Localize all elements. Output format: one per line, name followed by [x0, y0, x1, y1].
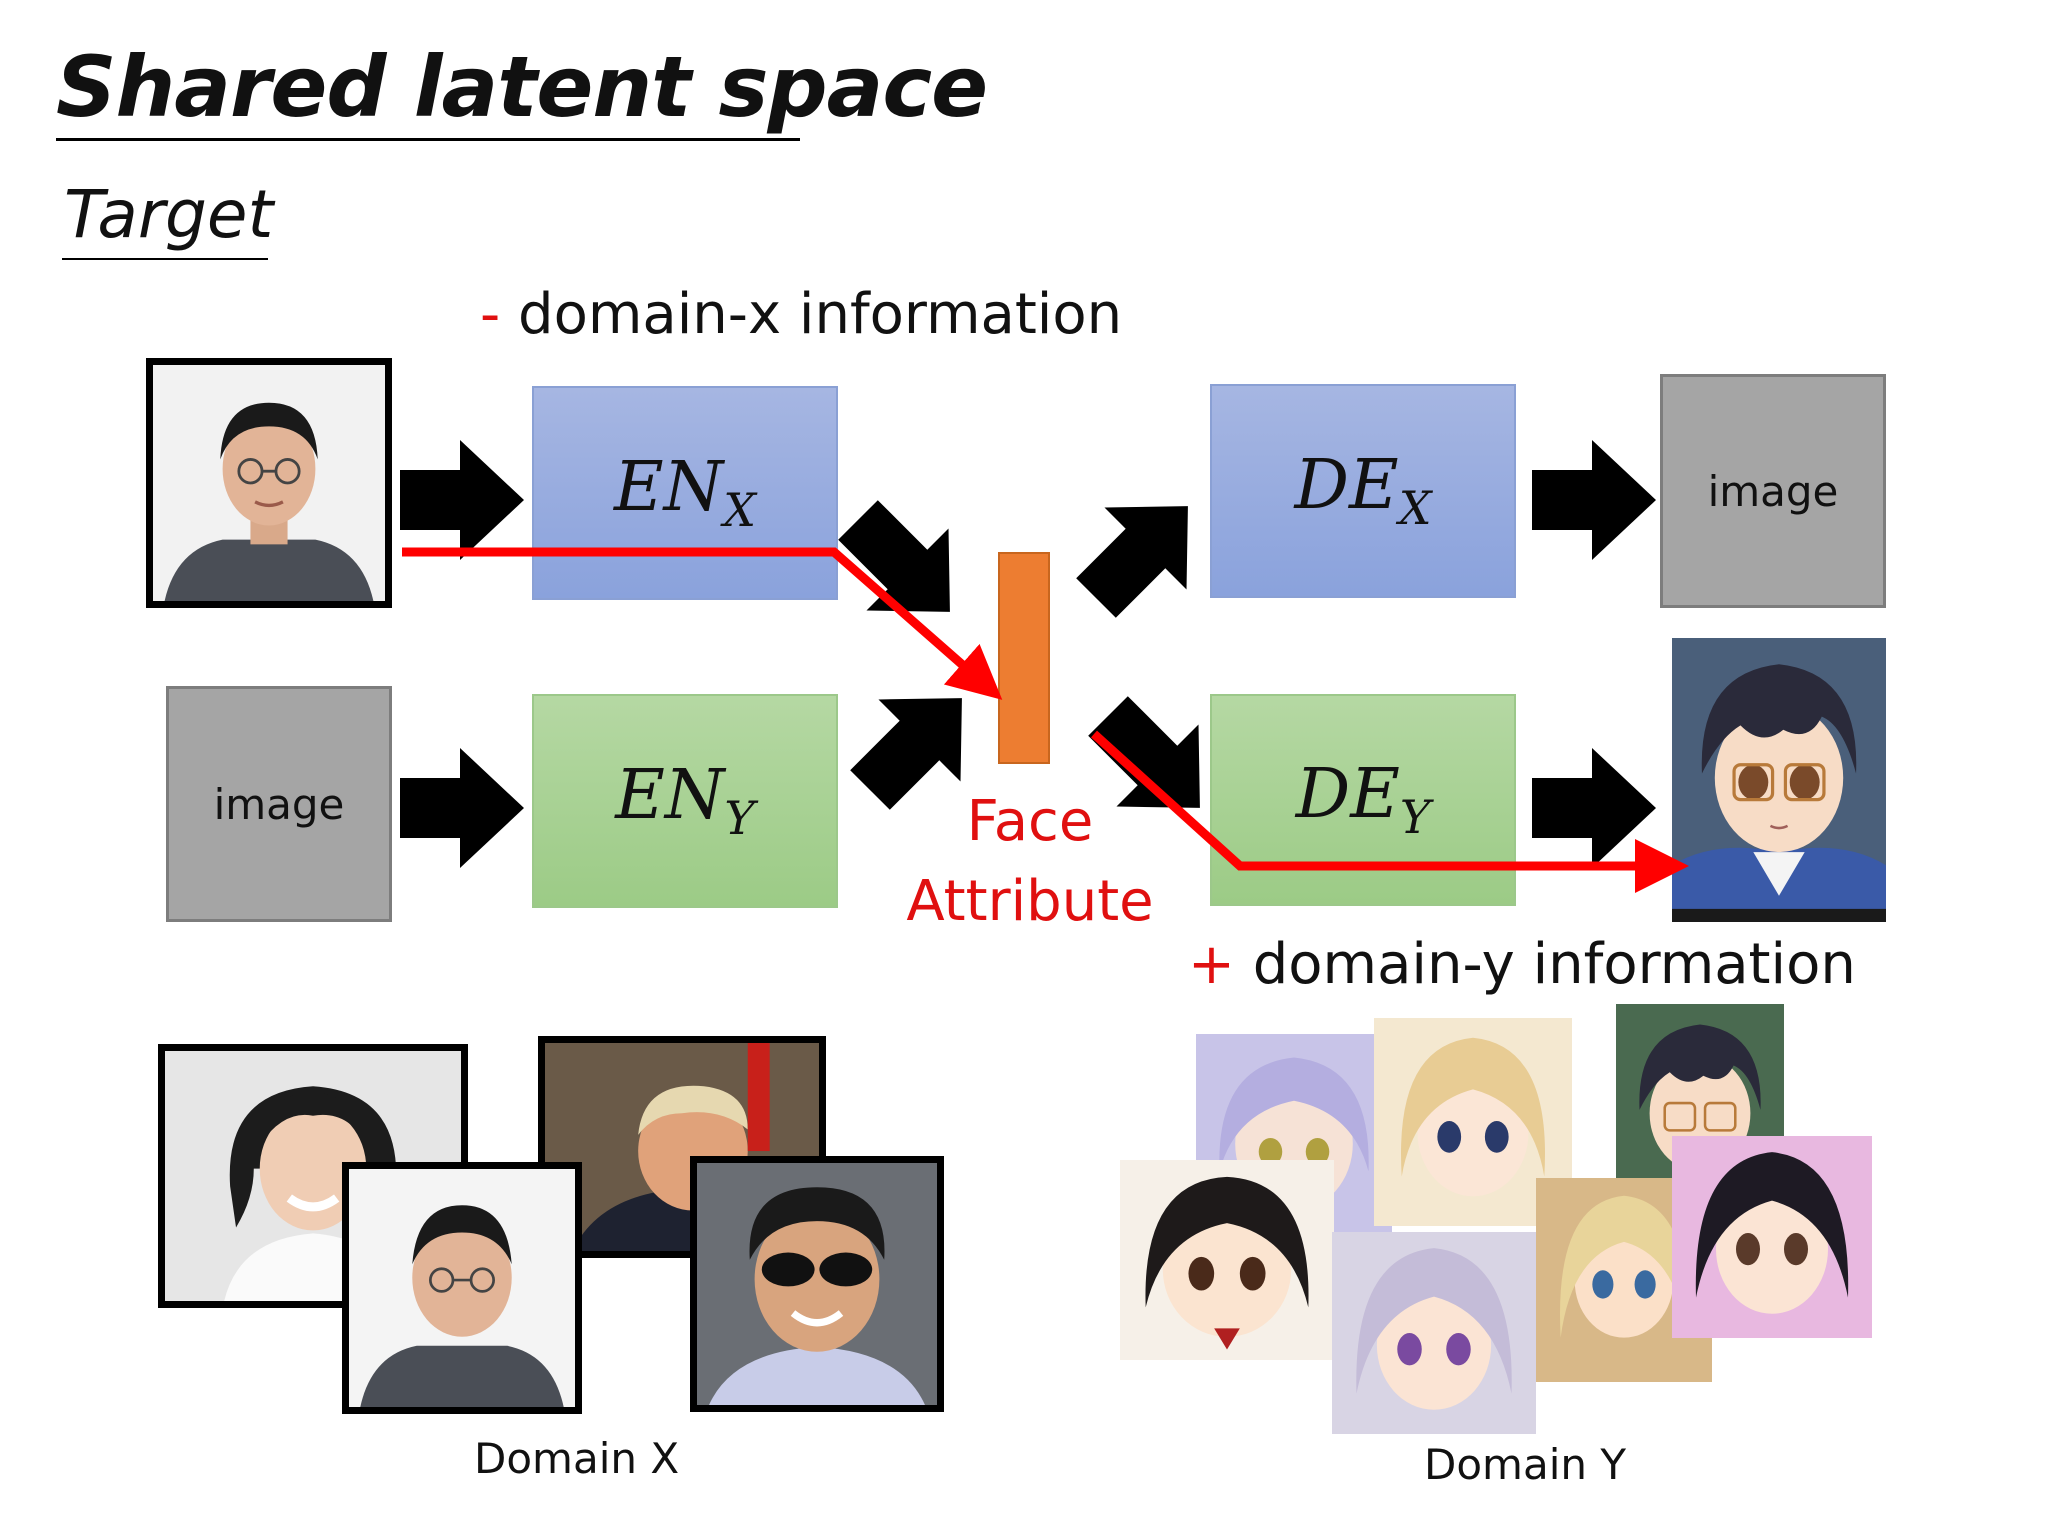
encoder-x-label: ENX [614, 448, 756, 538]
minus-domain-x-note: - domain-x information [480, 282, 1122, 347]
thick-arrow-icon [1076, 506, 1188, 618]
placeholder-label: image [1707, 466, 1839, 516]
domain-y-anime-7 [1332, 1232, 1536, 1434]
latent-label-line1: Face [966, 789, 1094, 854]
male-face-photo-icon [349, 1169, 575, 1407]
latent-label: Face Attribute [880, 782, 1180, 942]
sunglasses-face-photo-icon [697, 1163, 937, 1405]
plus-domain-y-note: + domain-y information [1188, 932, 1856, 997]
output-anime-image-y [1672, 638, 1886, 922]
decoder-x-label: DEX [1294, 446, 1432, 536]
latent-label-line2: Attribute [906, 869, 1154, 934]
slide-subtitle: Target [64, 176, 274, 253]
minus-note-text: domain-x information [518, 282, 1123, 347]
anime-boy-icon [1672, 638, 1886, 922]
domain-y-anime-6 [1672, 1136, 1872, 1338]
domain-x-photo-2 [342, 1162, 582, 1414]
input-image-placeholder-y: image [166, 686, 392, 922]
thick-arrow-icon [838, 500, 950, 612]
encoder-y-block: ENY [532, 694, 838, 908]
domain-y-anime-4 [1120, 1160, 1334, 1360]
placeholder-label: image [213, 779, 345, 829]
encoder-y-label: ENY [615, 756, 755, 846]
title-underline [56, 138, 800, 141]
thick-arrow-icon [1532, 748, 1656, 868]
anime-girl-icon [1672, 1136, 1872, 1338]
thick-arrow-icon [1532, 440, 1656, 560]
thick-arrow-icon [1088, 696, 1200, 808]
output-image-placeholder-x: image [1660, 374, 1886, 608]
anime-girl-icon [1120, 1160, 1334, 1360]
thick-arrow-icon [400, 748, 524, 868]
domain-x-caption: Domain X [474, 1434, 680, 1483]
encoder-x-block: ENX [532, 386, 838, 600]
male-face-photo-icon [153, 365, 385, 601]
decoder-x-block: DEX [1210, 384, 1516, 598]
plus-note-text: domain-y information [1252, 932, 1856, 997]
subtitle-underline [62, 258, 268, 260]
minus-sign: - [480, 282, 501, 347]
red-path-arrow-icon [402, 547, 1003, 700]
slide-title: Shared latent space [56, 38, 988, 136]
thick-arrow-icon [850, 698, 962, 810]
anime-girl-icon [1332, 1232, 1536, 1434]
thick-arrow-icon [400, 440, 524, 560]
decoder-y-block: DEY [1210, 694, 1516, 906]
domain-x-photo-4 [690, 1156, 944, 1412]
plus-sign: + [1188, 932, 1235, 997]
input-photo-x [146, 358, 392, 608]
decoder-y-label: DEY [1295, 755, 1431, 845]
domain-y-caption: Domain Y [1424, 1440, 1626, 1489]
red-path-arrow-icon [1090, 730, 1689, 893]
